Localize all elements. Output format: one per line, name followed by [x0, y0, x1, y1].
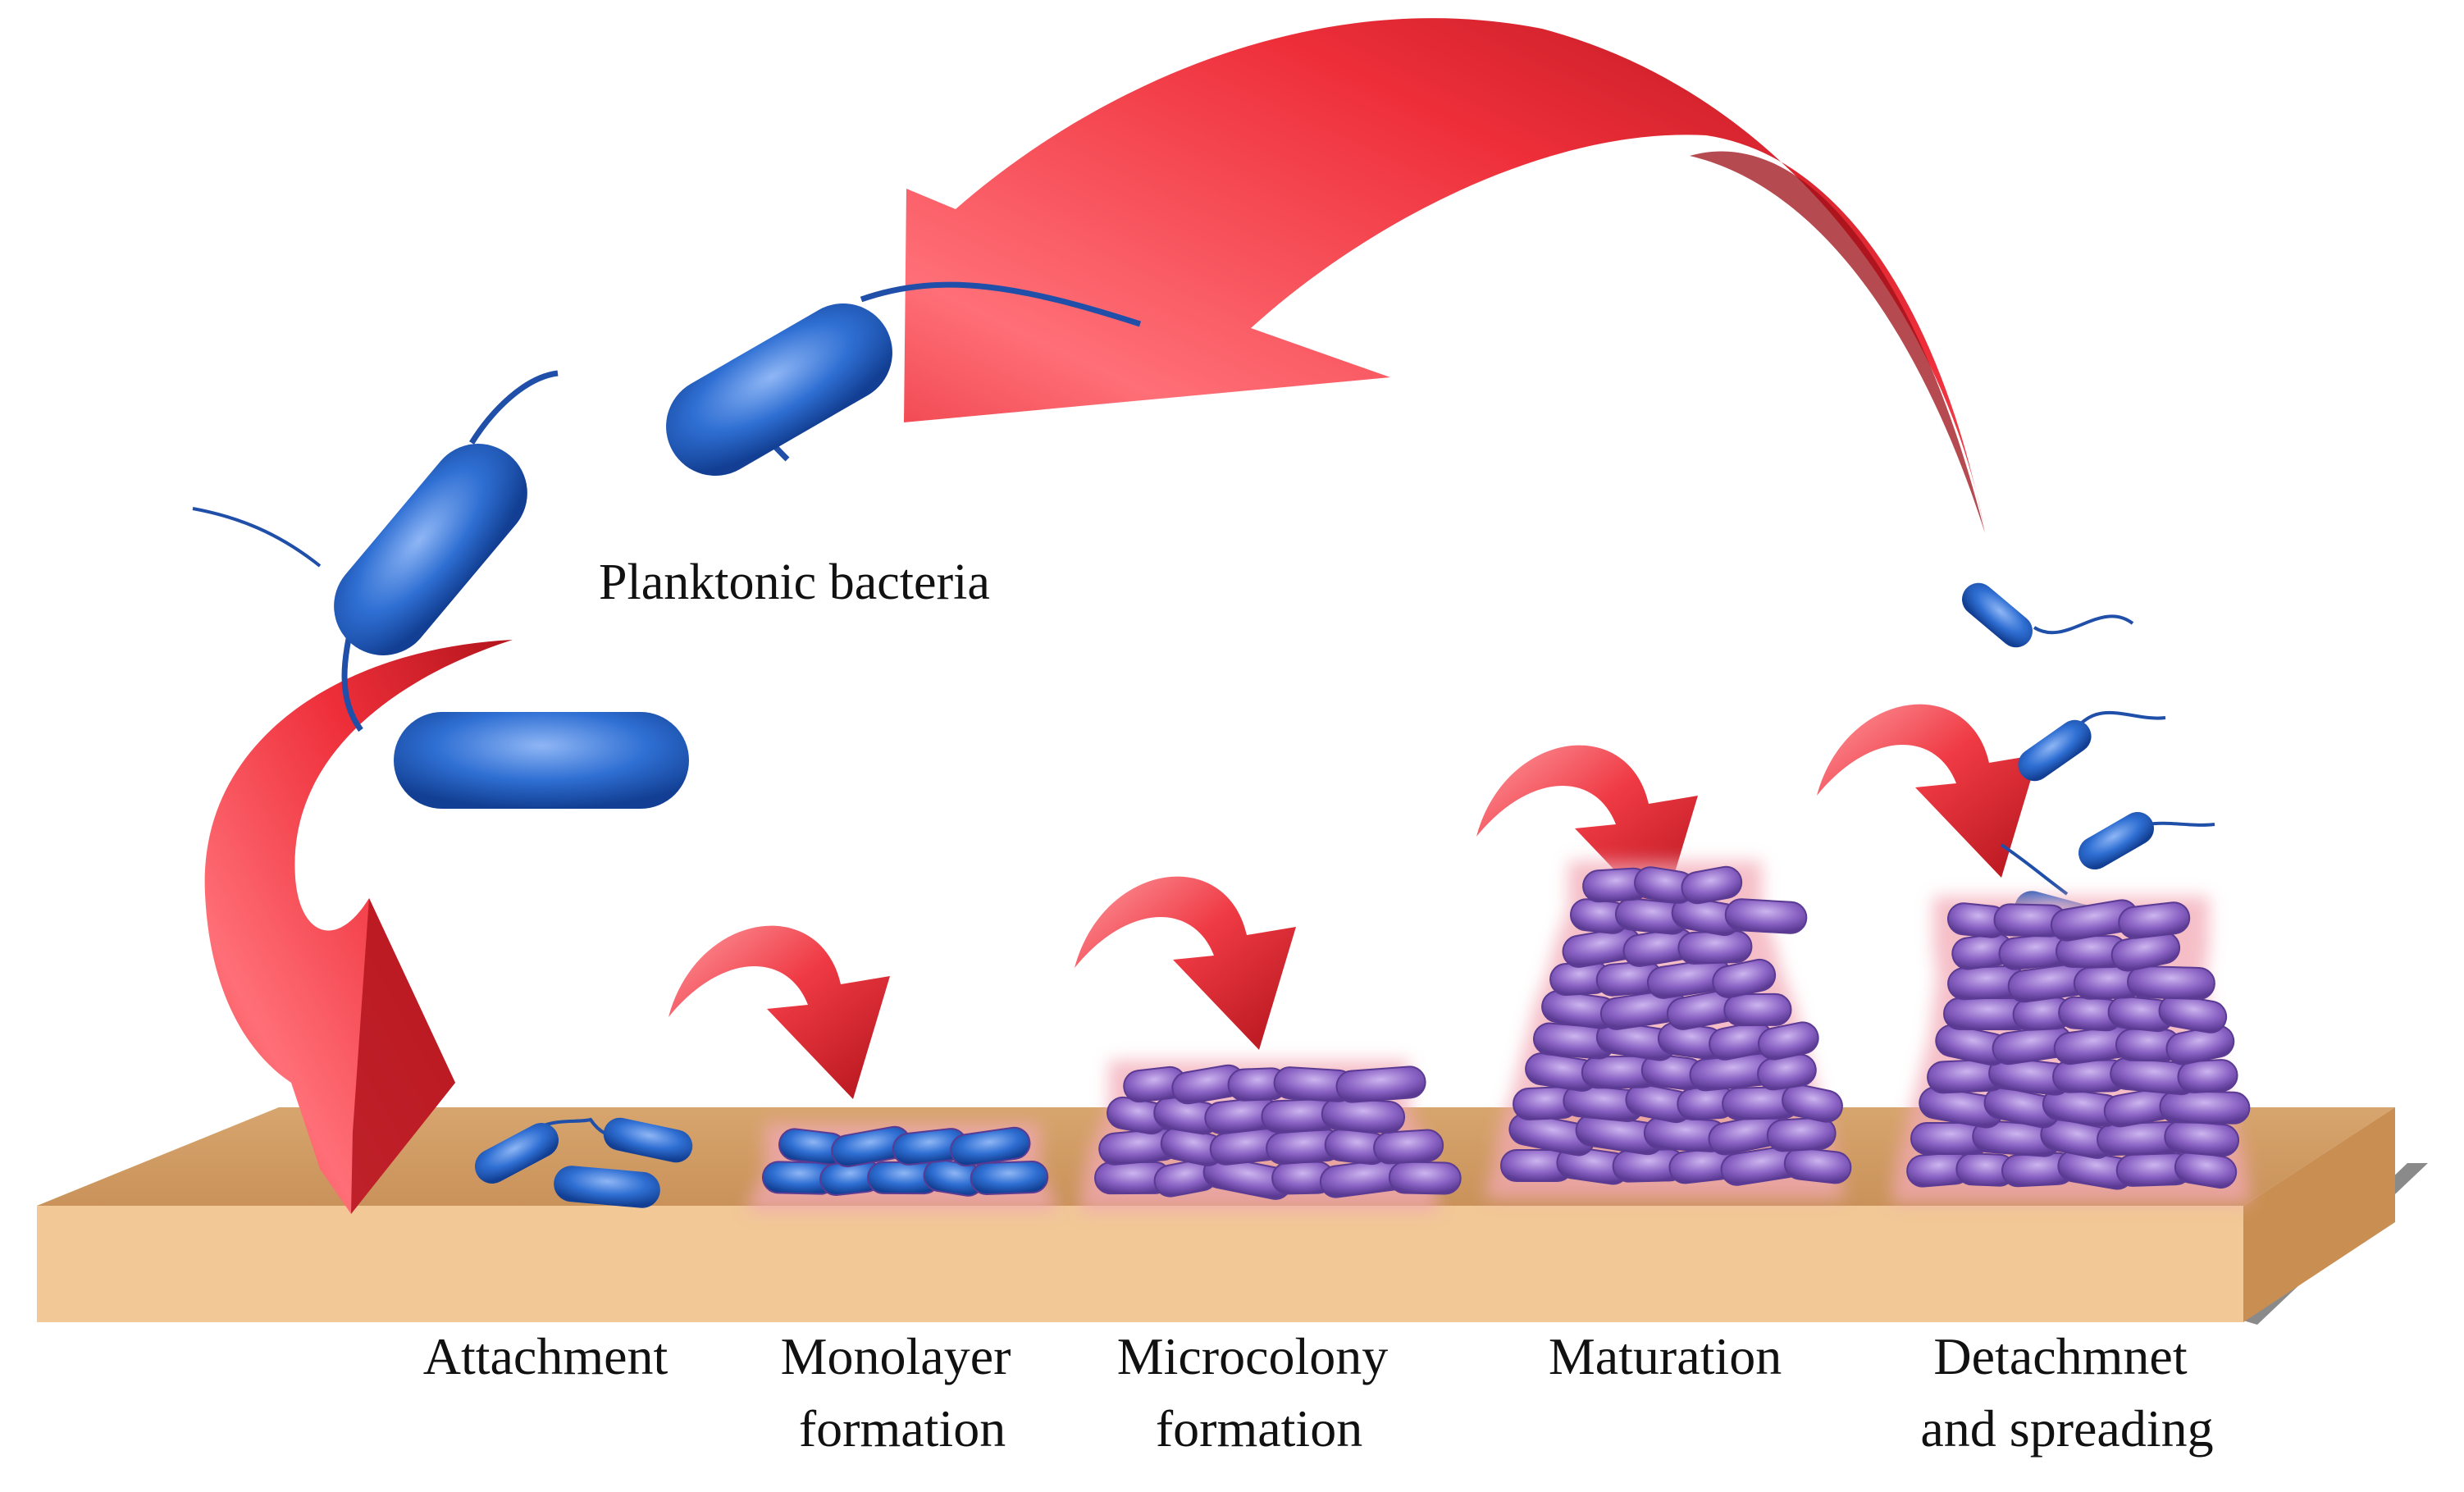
biofilm-cell: [1783, 1147, 1852, 1184]
detaching-bacteria-group: [1962, 582, 2215, 940]
biofilm-cell: [1373, 1129, 1444, 1165]
planktonic-bacterium: [666, 303, 892, 476]
biofilm-cell: [2164, 1120, 2240, 1157]
monolayer-cluster: [748, 1123, 1056, 1211]
biofilm-cell: [1321, 1097, 1406, 1134]
planktonic-bacterium: [334, 444, 527, 655]
flagellum: [192, 507, 322, 568]
planktonic-bacterium: [394, 712, 689, 809]
attachment-cells: [474, 1117, 693, 1208]
biofilm-cell: [2177, 1059, 2238, 1093]
flagellum: [860, 281, 1142, 327]
biofilm-cell: [1723, 992, 1792, 1027]
small-bacterium: [1962, 582, 2033, 648]
surface-front: [37, 1206, 2243, 1322]
biofilm-cell: [1724, 898, 1808, 934]
stage-arrow-microcolony: [1075, 876, 1296, 1050]
return-arrow: [904, 18, 1985, 533]
biofilm-cell: [1335, 1065, 1426, 1103]
microcolony-cluster: [1080, 1061, 1462, 1211]
return-arrow-body: [904, 18, 1985, 533]
stage-arrow-detachment: [1817, 704, 2038, 878]
stage-arrow-monolayer: [668, 925, 890, 1099]
stage-label-microcolony: Microcolony formation: [1117, 1327, 1402, 1458]
stage-label-attachment: Attachment: [423, 1327, 668, 1385]
biofilm-cell: [970, 1160, 1049, 1196]
biofilm-cell: [1677, 930, 1753, 965]
attachment-arrow-shade: [351, 898, 455, 1214]
biofilm-cell: [1388, 1161, 1462, 1195]
biofilm-cell: [950, 1126, 1031, 1167]
biofilm-cell: [1782, 1084, 1843, 1123]
biofilm-cell: [1758, 1021, 1819, 1061]
planktonic-bacteria-label: Planktonic bacteria: [599, 554, 990, 610]
biofilm-cell: [1766, 1116, 1837, 1152]
maturation-cluster: [1486, 861, 1852, 1199]
small-bacterium: [2018, 719, 2092, 782]
biofilm-cell: [1681, 865, 1743, 905]
stage-label-monolayer: Monolayer formation: [781, 1327, 1024, 1458]
return-arrow-inner-fold: [1690, 151, 1985, 533]
biofilm-cell: [2127, 965, 2215, 1000]
stage-label-detachment: Detachmnet and spreading: [1920, 1327, 2213, 1458]
surface-side: [2243, 1107, 2395, 1322]
detachment-cluster: [1892, 897, 2251, 1203]
biofilm-cell: [2118, 901, 2191, 939]
stage-label-maturation: Maturation: [1549, 1327, 1782, 1385]
attachment-arrow: [204, 640, 513, 1214]
biofilm-cell: [1712, 958, 1777, 998]
biofilm-cell: [2159, 1090, 2251, 1125]
flagellum: [469, 370, 559, 445]
biofilm-clusters: [748, 861, 2251, 1211]
small-bacterium: [2078, 812, 2154, 869]
